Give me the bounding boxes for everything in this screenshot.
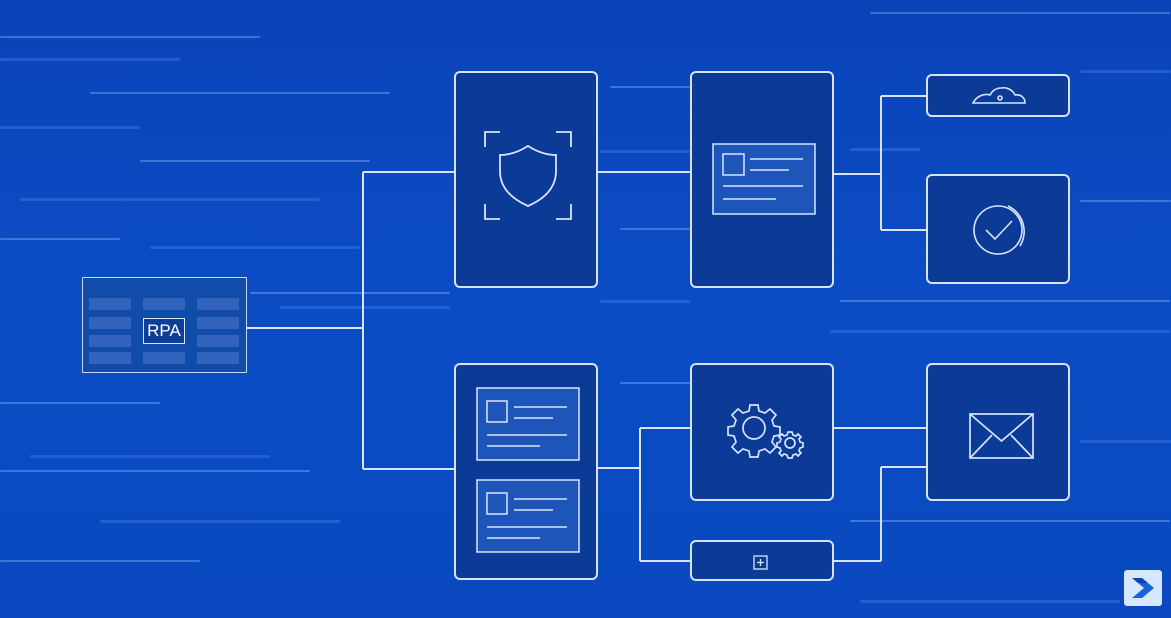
gears-icon — [727, 404, 804, 459]
check-node — [926, 174, 1070, 284]
plus-square-icon — [753, 555, 768, 570]
cloud-icon — [971, 86, 1026, 104]
rpa-label: RPA — [143, 318, 185, 344]
check-circle-icon — [973, 205, 1025, 255]
add-node — [690, 540, 834, 581]
mail-node — [926, 363, 1070, 501]
security-node — [454, 71, 598, 288]
rpa-node: RPA — [82, 277, 247, 373]
document-node — [690, 71, 834, 288]
settings-node — [690, 363, 834, 501]
document-list-node — [454, 363, 598, 580]
power-automate-logo — [1124, 570, 1162, 606]
cloud-node — [926, 74, 1070, 117]
shield-icon — [484, 131, 572, 220]
document-cards-icon — [476, 387, 580, 553]
chevron-logo-icon — [1132, 578, 1154, 598]
document-card-icon — [712, 143, 816, 215]
envelope-icon — [969, 413, 1034, 459]
